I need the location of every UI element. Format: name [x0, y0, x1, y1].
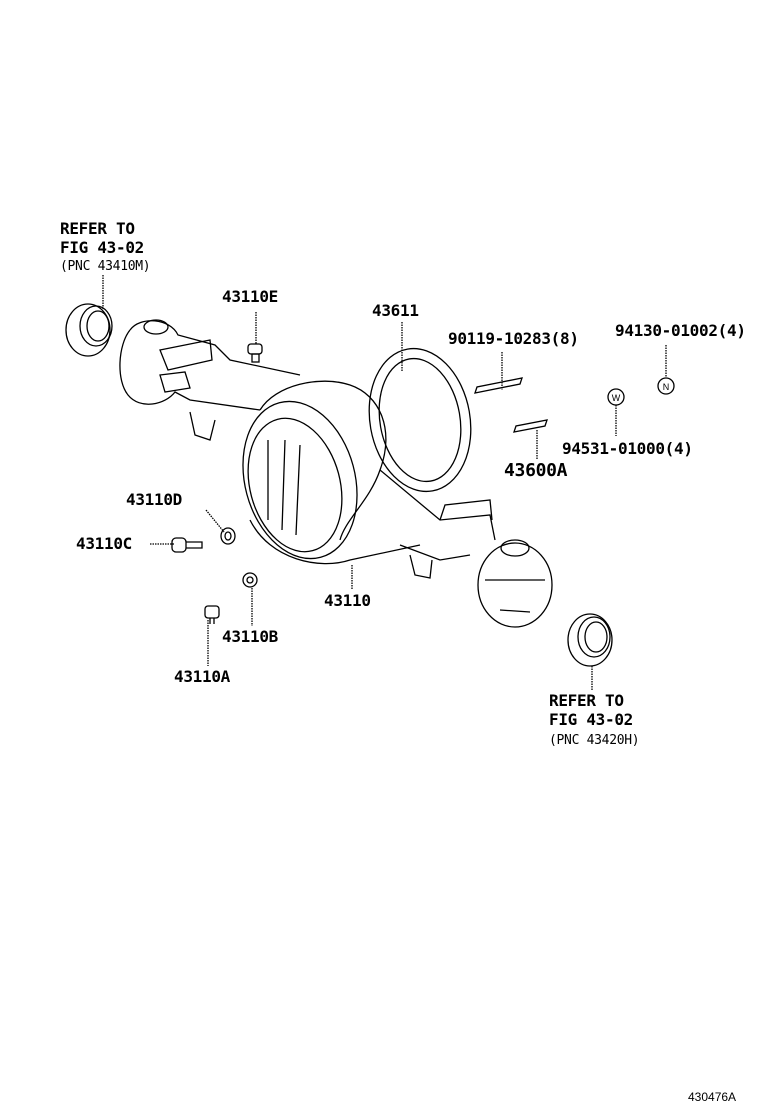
- filler-plug-43110A: [204, 605, 220, 624]
- washer-symbol: [607, 388, 625, 406]
- label-43110C: 43110C: [76, 534, 132, 553]
- drain-plug-43110C: [171, 537, 203, 553]
- leader-lines: [102, 275, 667, 690]
- gasket-43110B: [242, 572, 258, 588]
- label-43611: 43611: [372, 301, 419, 320]
- nut-symbol-text: N: [663, 382, 670, 392]
- left-bearing-ring: [65, 303, 113, 357]
- breather-plug-43110E: [247, 343, 263, 363]
- refer-right-line2: FIG 43-02: [549, 710, 633, 729]
- label-90119-10283: 90119-10283(8): [448, 329, 579, 348]
- label-43110A: 43110A: [174, 667, 230, 686]
- figure-id: 430476A: [688, 1090, 737, 1104]
- label-43110E: 43110E: [222, 287, 278, 306]
- label-94130-01002: 94130-01002(4): [615, 321, 746, 340]
- refer-left-line1: REFER TO: [60, 219, 135, 238]
- refer-left-line3: (PNC 43410M): [60, 259, 151, 274]
- label-94531-01000: 94531-01000(4): [562, 439, 693, 458]
- washer-symbol-text: W: [612, 393, 621, 403]
- label-43110D: 43110D: [126, 490, 182, 509]
- refer-left-line2: FIG 43-02: [60, 238, 144, 257]
- stud-bolt-90119: [474, 377, 523, 394]
- right-bearing-ring: [567, 613, 613, 667]
- refer-right-line3: (PNC 43420H): [549, 733, 640, 748]
- gasket-43110D: [220, 527, 236, 545]
- label-43600A: 43600A: [504, 460, 568, 481]
- label-43110B: 43110B: [222, 627, 278, 646]
- refer-right-line1: REFER TO: [549, 691, 624, 710]
- label-43110: 43110: [324, 591, 371, 610]
- stud-bolt-43600A: [513, 419, 548, 433]
- nut-symbol: [657, 377, 675, 395]
- axle-housing: [119, 319, 553, 628]
